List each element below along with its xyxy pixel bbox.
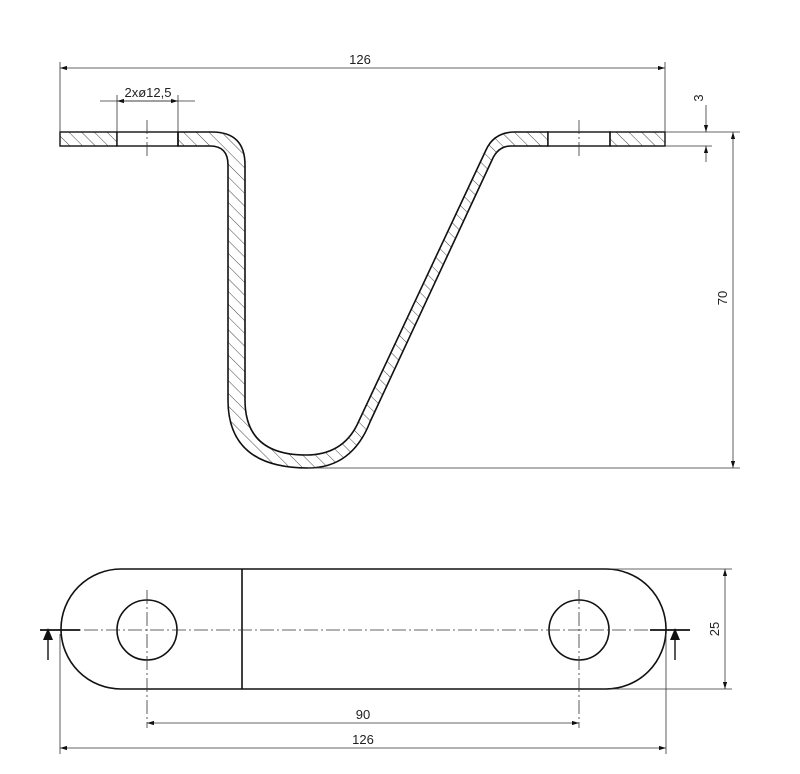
dim-height-label: 70 xyxy=(715,291,730,305)
strip-outline xyxy=(60,568,667,690)
dim-height: 70 xyxy=(308,132,740,469)
bent-body xyxy=(177,131,549,469)
dim-hole-spacing-label: 90 xyxy=(356,707,370,722)
dim-bottom-width: 126 xyxy=(59,634,667,754)
dim-top-width-label: 126 xyxy=(349,52,371,67)
left-hole-gap xyxy=(116,131,179,147)
dim-bottom-width-label: 126 xyxy=(352,732,374,747)
side-section-view xyxy=(59,120,666,469)
dim-hole-spacing: 90 xyxy=(147,707,579,726)
dim-thickness: 3 xyxy=(665,94,740,162)
section-mark-left xyxy=(40,628,80,660)
section-mark-right xyxy=(650,628,690,660)
dim-hole-label: 2xø12,5 xyxy=(125,85,172,100)
dim-strip-width: 25 xyxy=(610,568,732,690)
dim-hole-diameter: 2xø12,5 xyxy=(100,85,195,132)
dim-thickness-label: 3 xyxy=(691,94,706,101)
dim-top-width: 126 xyxy=(59,52,666,132)
plan-view xyxy=(40,568,690,728)
right-flange-segment xyxy=(609,131,666,147)
left-flange-segment xyxy=(59,131,118,147)
dim-strip-width-label: 25 xyxy=(707,622,722,636)
